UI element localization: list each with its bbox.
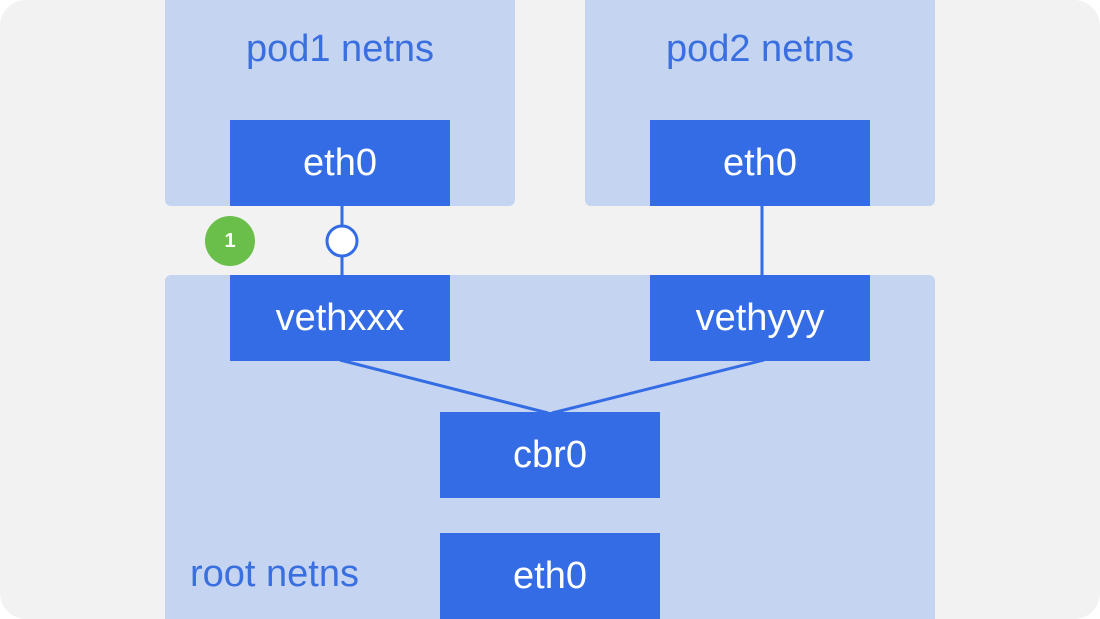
vethxxx-interface: vethxxx [230, 275, 450, 361]
pod2-netns-label: pod2 netns [665, 28, 855, 70]
root-netns-label: root netns [190, 553, 359, 595]
cbr0-bridge: cbr0 [440, 412, 660, 498]
pod1-netns-label: pod1 netns [245, 28, 435, 70]
step-badge: 1 [205, 216, 255, 266]
packet-marker [325, 224, 359, 258]
pod1-eth0-interface: eth0 [230, 120, 450, 206]
pod2-eth0-interface: eth0 [650, 120, 870, 206]
root-eth0-interface: eth0 [440, 533, 660, 619]
vethyyy-interface: vethyyy [650, 275, 870, 361]
